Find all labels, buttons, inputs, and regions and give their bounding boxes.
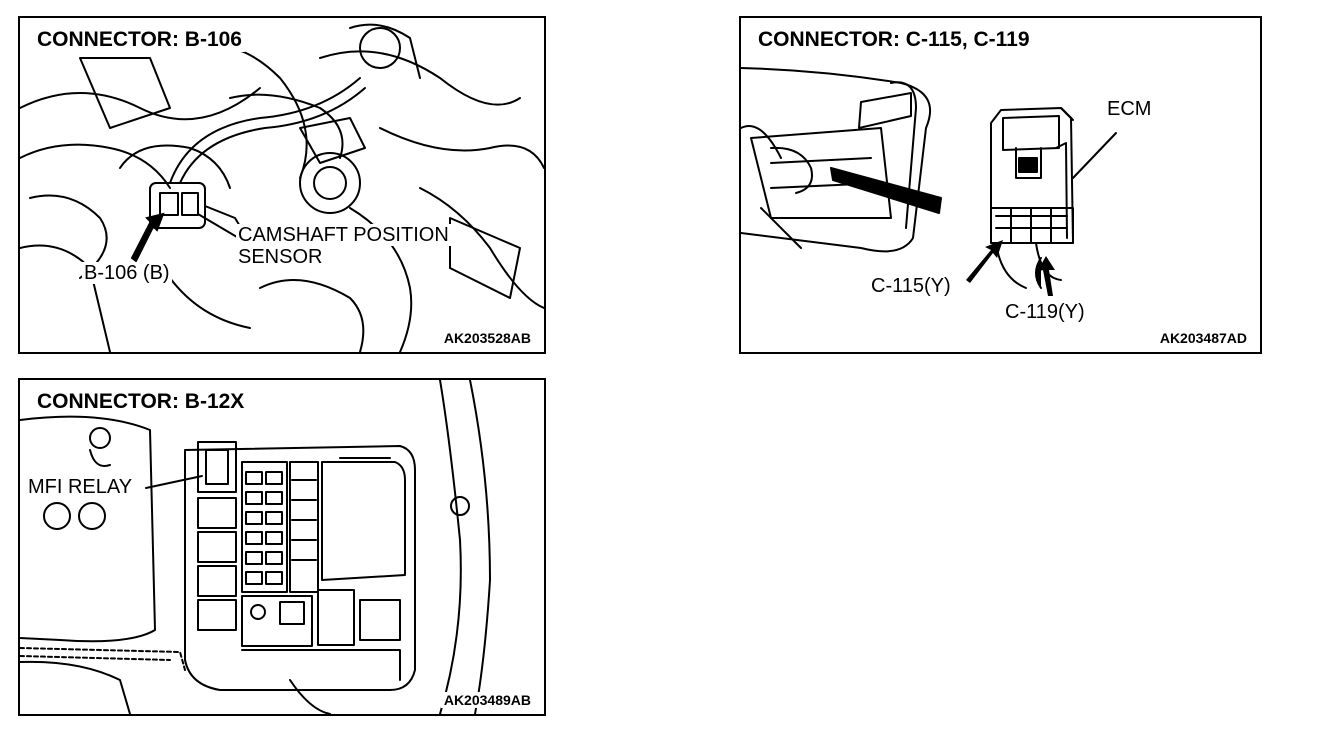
figure-code: AK203487AD	[1156, 330, 1250, 346]
c115-label: C-115(Y)	[869, 275, 953, 297]
c119-pointer-arrow	[1037, 256, 1055, 296]
sensor-label-line2: SENSOR	[236, 246, 325, 268]
c119-label: C-119(Y)	[1003, 301, 1087, 323]
connector-pointer-arrow	[130, 212, 165, 263]
connector-label: B-106 (B)	[82, 262, 172, 284]
ecm-illustration	[741, 67, 1117, 296]
mfi-relay-label: MFI RELAY	[26, 476, 135, 498]
panel-connector-b12x: CONNECTOR: B-12X MFI RELAY AK203489AB	[18, 378, 546, 716]
figure-code: AK203528AB	[440, 330, 534, 346]
sensor-label-line1: CAMSHAFT POSITION	[236, 224, 451, 246]
engine-bay-illustration	[20, 23, 544, 352]
panel-title: CONNECTOR: C-115, C-119	[755, 28, 1033, 52]
c115-pointer-arrow	[966, 240, 1003, 283]
figure-code: AK203489AB	[440, 692, 534, 708]
panel-title: CONNECTOR: B-12X	[34, 390, 248, 414]
panel-title: CONNECTOR: B-106	[34, 28, 245, 52]
panel-connector-b106: CONNECTOR: B-106 CAMSHAFT POSITION SENSO…	[18, 16, 546, 354]
panel-connector-c115-c119: CONNECTOR: C-115, C-119 ECM C-115(Y) C-1…	[739, 16, 1262, 354]
ecm-label: ECM	[1105, 98, 1154, 120]
relay-box-illustration	[20, 380, 491, 714]
